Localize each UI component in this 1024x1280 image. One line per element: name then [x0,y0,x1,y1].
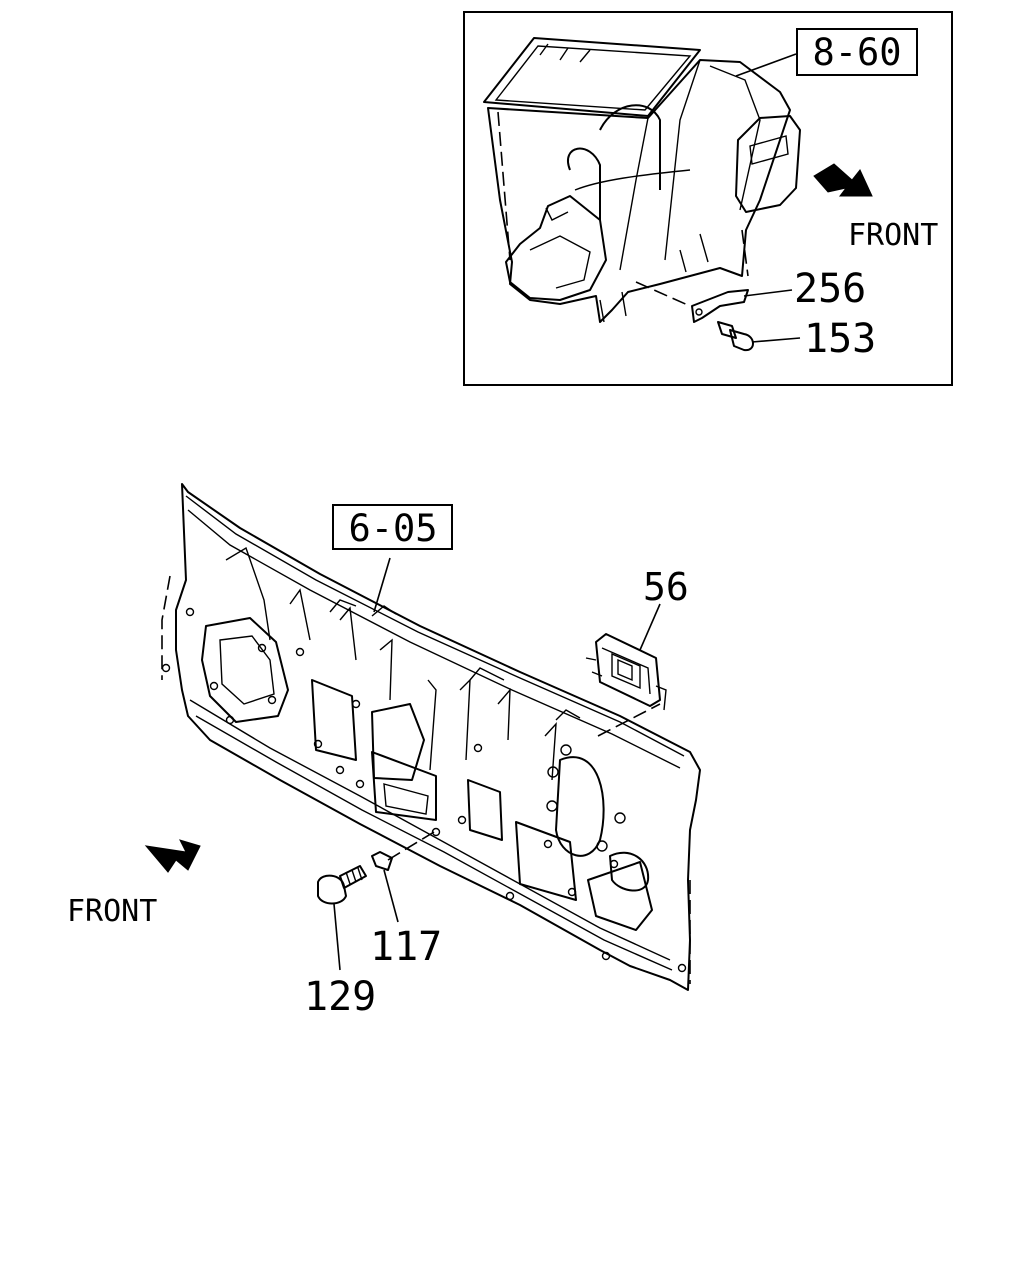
bolt-part-129 [317,865,367,905]
connector-part-56 [585,633,667,711]
front-arrow-icon [813,163,873,197]
bolt-part-153 [717,321,754,352]
callout-256: 256 [794,266,866,312]
front-arrow-icon [144,839,201,873]
ref-box-6-05 [332,504,453,550]
main-panel: 6-05 56 117 129 FRONT [67,483,701,1020]
leader-6-05 [373,557,391,613]
dash-panel-drawing [161,483,701,991]
leader-8-60 [735,53,797,77]
front-label-inset: FRONT [848,218,938,253]
leader-256 [743,289,793,297]
callout-117: 117 [370,924,442,970]
leader-153 [751,337,801,343]
leader-129 [333,903,341,971]
bracket-part-256 [691,289,749,323]
ref-label-6-05: 6-05 [348,507,437,550]
inset-frame [463,11,953,386]
heater-unit-drawing [483,37,801,323]
callout-56: 56 [643,565,689,609]
leader-56 [639,603,661,651]
front-label-main: FRONT [67,894,157,929]
ref-box-8-60 [796,28,918,76]
callout-129: 129 [304,974,376,1020]
ref-label-8-60: 8-60 [812,31,901,74]
inset-panel: 8-60 FRONT 256 153 [463,11,953,386]
callout-153: 153 [804,316,876,362]
panel-holes [161,607,687,973]
washer-part-117 [371,851,393,871]
leader-117 [383,869,399,923]
